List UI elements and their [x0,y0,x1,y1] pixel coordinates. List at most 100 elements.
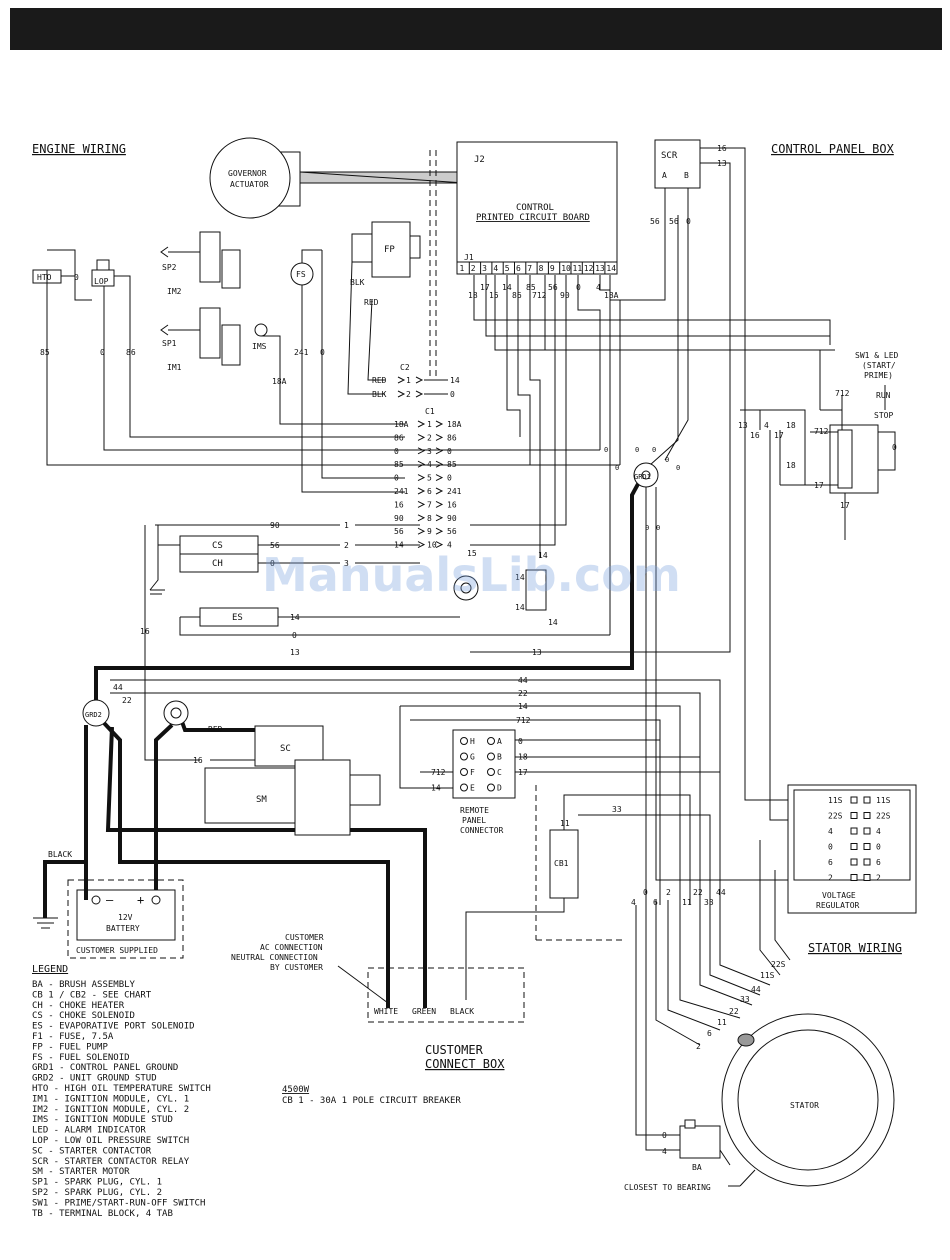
vr-terminal [850,874,858,881]
c1-row-right: 4 [447,541,452,550]
remote-pin-dot [487,737,495,745]
fp-red-label: RED [364,298,379,307]
sw1-label-3: PRIME) [864,371,893,380]
header-bar [10,8,942,50]
remote-pin-left: F [470,768,475,777]
c1-row-left: 86 [394,433,404,442]
stator-wiring-title: STATOR WIRING [808,941,902,955]
c1-row-right: 0 [447,447,452,456]
vr-terminal [850,827,858,835]
brush-assembly: BA 0 4 CLOSEST TO BEARING [624,1119,756,1192]
c2-row-right: 0 [450,390,455,399]
fp-blk-label: BLK [350,278,365,287]
c1-row-left: 90 [394,514,404,523]
j1-label: J1 [464,253,474,262]
c1-row-pin: 8 [427,514,432,523]
st-wire-33: 33 [704,898,714,907]
sw1-switch: SW1 & LED (START/ PRIME) RUN STOP 712 71… [786,351,899,510]
c2-row-arrow [397,376,406,384]
wire-86-left: 86 [126,348,136,357]
st-wire-11: 11 [682,898,692,907]
c1-row-arrow [435,541,444,549]
pcb-pin-6: 6 [516,264,521,273]
c1-row-arrow [417,460,426,468]
remote-pin-left: G [470,753,475,762]
fp-label: FP [384,245,395,255]
fuel-pump: FP BLK RED [350,221,421,307]
st-wire-33b: 33 [740,995,750,1004]
cp-wire-17: 17 [774,431,784,440]
vr-row-left: 2 [828,874,833,883]
c1-row-arrow [435,433,444,441]
vr-terminal [863,874,871,881]
vr-row-right: 4 [876,827,881,836]
vr-terminal [863,843,871,850]
remote-label-1: REMOTE [460,806,489,815]
legend-item: IM1 - IGNITION MODULE, CYL. 1 [32,1094,189,1104]
scr-wire-56b: 56 [669,217,679,226]
grd1-ground: GRD1 0 0 0 0 0 0 0 0 [604,446,680,532]
lop-label: LOP [94,277,109,286]
legend-item: FP - FUEL PUMP [32,1042,108,1052]
ims-stud: IMS [252,323,268,351]
legend-item: SM - STARTER MOTOR [32,1167,130,1177]
c2-row-pin: 1 [406,376,411,385]
h-wire-44: 44 [518,676,528,685]
legend-item: CB 1 / CB2 - SEE CHART [32,990,152,1000]
evap-solenoid: ES [199,607,279,627]
legend-item: GRD1 - CONTROL PANEL GROUND [32,1063,178,1073]
c1-row-arrow [417,514,426,522]
remote-pin-wire: 18 [518,753,528,762]
c1-row-pin: 2 [427,433,432,442]
h-wire-13a: 13 [290,648,300,657]
legend-item: SC - STARTER CONTACTOR [32,1146,152,1156]
c2-row-right: 14 [450,376,460,385]
c2-row-left: RED [372,376,387,385]
c1-row-pin: 3 [427,447,432,456]
remote-pin-dot [460,752,468,761]
h-wire-14: 14 [518,702,528,711]
wire-85-left: 85 [40,348,50,357]
vr-terminal [863,812,871,819]
vr-terminal [850,858,858,866]
remote-pin-right: C [497,768,502,777]
wire-0-left: 0 [100,348,105,357]
grd1-wire-0d: 0 [652,446,656,454]
governor-actuator-label-2: ACTUATOR [230,180,269,189]
c1-row-right: 90 [447,514,457,523]
legend-item: CS - CHOKE SOLENOID [32,1011,135,1021]
cb1-wire-33: 33 [612,805,622,814]
grd1-wire-0b: 0 [615,464,619,472]
sw1-wire-18b: 18 [786,461,796,470]
remote-label-3: CONNECTOR [460,826,504,835]
c1-row-pin: 10 [427,541,437,550]
st-wire-2b: 2 [696,1042,701,1051]
run-label: RUN [876,391,891,400]
grd2-wire-22: 22 [122,696,132,705]
pcb-wire-17: 17 [480,283,490,292]
legend-item: F1 - FUSE, 7.5A [32,1032,114,1042]
tb-wire-14b: 14 [515,603,525,612]
legend-item: IMS - IGNITION MODULE STUD [32,1115,173,1125]
c1-row-right: 241 [447,487,462,496]
c1-row-arrow [435,474,444,482]
customer-ac-box: CUSTOMER AC CONNECTION NEUTRAL CONNECTIO… [231,933,525,1023]
c2-row-arrow [397,390,406,398]
starter-contactor: SC [254,725,324,767]
es-wire-0: 0 [292,631,297,640]
vr-terminal [863,827,871,835]
engine-wiring-title: ENGINE WIRING [32,142,126,156]
governor-actuator-label-1: GOVERNOR [228,169,267,178]
c1-row-arrow [417,447,426,455]
c1-row-pin: 5 [427,474,432,483]
vr-row-left: 0 [828,843,833,852]
c2-row-pin: 2 [406,390,411,399]
sm-label: SM [256,795,267,805]
legend-item: CH - CHOKE HEATER [32,1001,125,1011]
grd1-wire-0g: 0 [645,524,649,532]
c1-row-left: 0 [394,447,399,456]
im2-label: IM2 [167,287,182,296]
